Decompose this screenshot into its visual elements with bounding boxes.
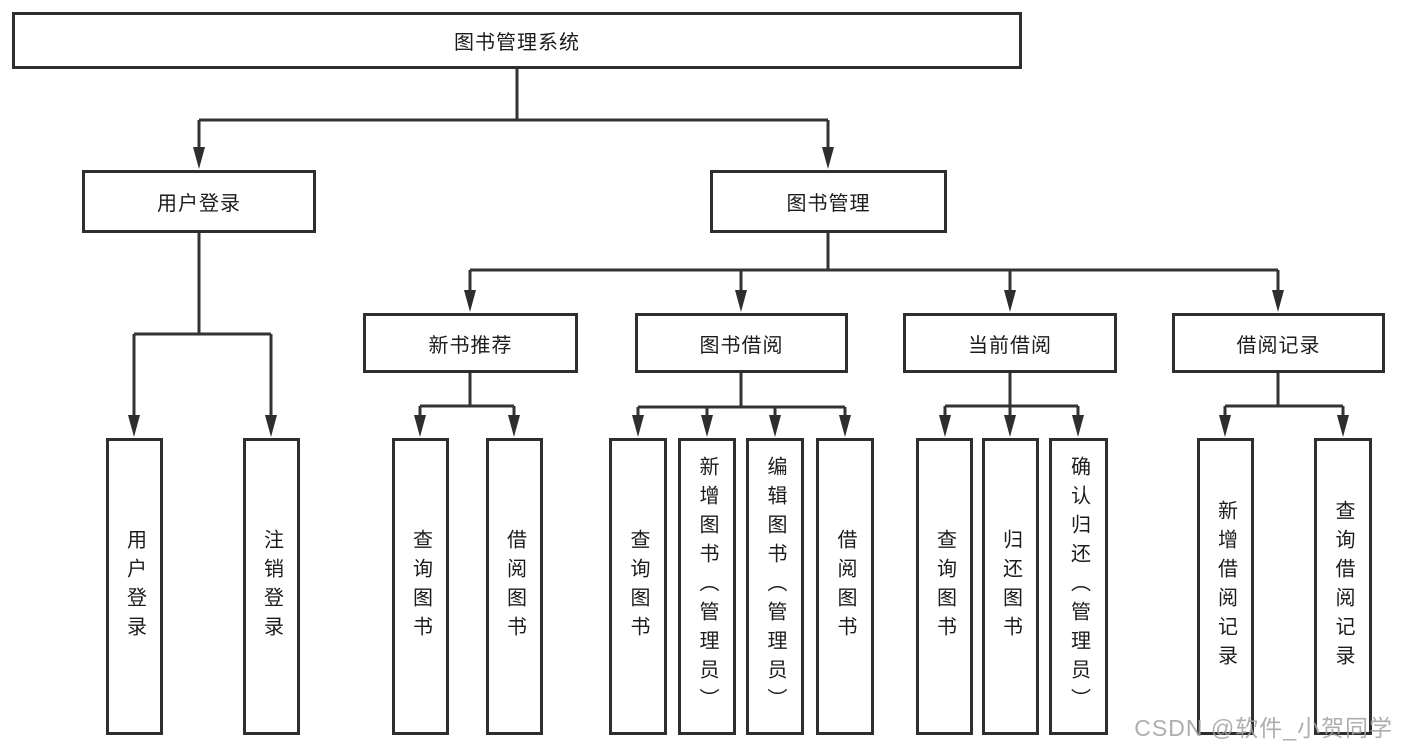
leaf-add-books-admin: 新增图书（管理员） <box>678 438 736 735</box>
node-current-borrowing: 当前借阅 <box>903 313 1117 373</box>
node-book-borrowing-label: 图书借阅 <box>699 334 784 357</box>
leaf-borrow-books-1-label: 借阅图书 <box>503 528 526 645</box>
connector-current-children <box>939 373 1084 437</box>
node-user-login: 用户登录 <box>82 170 316 233</box>
node-book-management-label: 图书管理 <box>786 193 871 215</box>
node-current-borrowing-label: 当前借阅 <box>968 334 1052 357</box>
arrowhead-icon <box>632 415 644 437</box>
arrowhead-icon <box>1004 415 1016 437</box>
leaf-logout-label: 注销登录 <box>260 528 283 645</box>
connector-records-children <box>1219 373 1349 437</box>
leaf-add-borrow-record: 新增借阅记录 <box>1197 438 1254 735</box>
arrowhead-icon <box>128 415 140 437</box>
csdn-watermark: CSDN @软件_小贺同学 <box>1134 715 1393 741</box>
arrowhead-icon <box>1004 290 1016 312</box>
arrowhead-icon <box>1337 415 1349 437</box>
arrowhead-icon <box>265 415 277 437</box>
leaf-query-books-1: 查询图书 <box>392 438 449 735</box>
node-user-login-label: 用户登录 <box>157 193 241 215</box>
connector-borrow-children <box>632 373 851 437</box>
arrowhead-icon <box>822 147 834 169</box>
node-new-book-recommend-label: 新书推荐 <box>428 334 513 357</box>
leaf-query-borrow-record: 查询借阅记录 <box>1314 438 1372 735</box>
arrowhead-icon <box>1272 290 1284 312</box>
connector-login-children <box>128 233 277 437</box>
leaf-query-books-3-label: 查询图书 <box>933 528 956 645</box>
leaf-return-books-label: 归还图书 <box>999 528 1022 645</box>
arrowhead-icon <box>1072 415 1084 437</box>
arrowhead-icon <box>701 415 713 437</box>
leaf-query-books-3: 查询图书 <box>916 438 973 735</box>
arrowhead-icon <box>414 415 426 437</box>
arrowhead-icon <box>735 290 747 312</box>
node-library-system-label: 图书管理系统 <box>454 32 580 54</box>
leaf-edit-books-admin-label: 编辑图书（管理员） <box>764 456 786 717</box>
node-library-system: 图书管理系统 <box>12 12 1022 69</box>
connector-newbook-children <box>414 373 520 437</box>
leaf-query-books-2: 查询图书 <box>609 438 667 735</box>
arrowhead-icon <box>1219 415 1231 437</box>
arrowhead-icon <box>839 415 851 437</box>
connector-root-to-level2 <box>193 68 834 169</box>
leaf-add-books-admin-label: 新增图书（管理员） <box>696 456 718 717</box>
leaf-return-books: 归还图书 <box>982 438 1039 735</box>
leaf-edit-books-admin: 编辑图书（管理员） <box>746 438 804 735</box>
arrowhead-icon <box>464 290 476 312</box>
arrowhead-icon <box>939 415 951 437</box>
leaf-borrow-books-2: 借阅图书 <box>816 438 874 735</box>
arrowhead-icon <box>508 415 520 437</box>
leaf-user-login-label: 用户登录 <box>123 528 146 645</box>
leaf-confirm-return-admin: 确认归还（管理员） <box>1049 438 1108 735</box>
leaf-borrow-books-1: 借阅图书 <box>486 438 543 735</box>
node-new-book-recommend: 新书推荐 <box>363 313 578 373</box>
leaf-user-login: 用户登录 <box>106 438 163 735</box>
leaf-logout: 注销登录 <box>243 438 300 735</box>
leaf-add-borrow-record-label: 新增借阅记录 <box>1214 499 1237 674</box>
arrowhead-icon <box>769 415 781 437</box>
leaf-borrow-books-2-label: 借阅图书 <box>834 528 856 645</box>
node-borrowing-records-label: 借阅记录 <box>1236 334 1321 357</box>
leaf-query-books-2-label: 查询图书 <box>627 528 649 645</box>
leaf-query-books-1-label: 查询图书 <box>409 528 432 645</box>
connector-management-modules <box>464 233 1284 312</box>
leaf-confirm-return-admin-label: 确认归还（管理员） <box>1067 456 1090 717</box>
leaf-query-borrow-record-label: 查询借阅记录 <box>1332 499 1354 674</box>
node-book-management: 图书管理 <box>710 170 947 233</box>
node-borrowing-records: 借阅记录 <box>1172 313 1385 373</box>
node-book-borrowing: 图书借阅 <box>635 313 848 373</box>
arrowhead-icon <box>193 147 205 169</box>
